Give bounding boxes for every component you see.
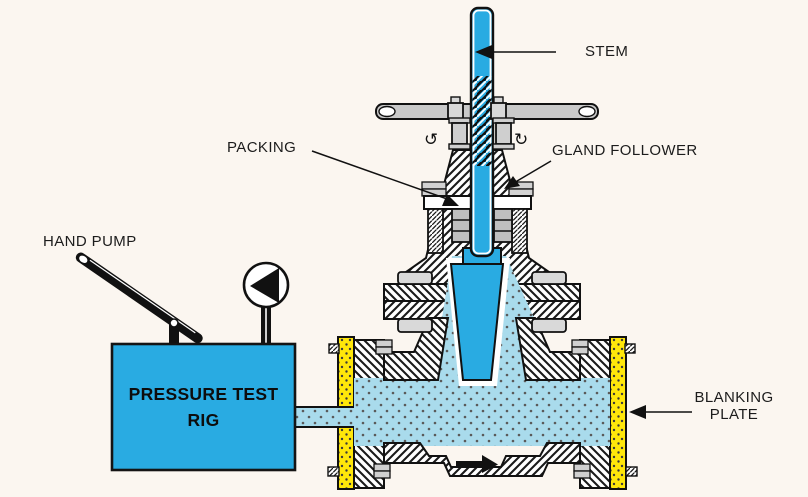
stem: [469, 6, 495, 258]
stem-threads: [472, 76, 492, 166]
leader-lines: [311, 45, 692, 419]
pressure-test-rig-label: PRESSURE TEST RIG: [112, 344, 295, 470]
blanking-plate-label: BLANKING PLATE: [694, 389, 774, 424]
rig-label-line2: RIG: [187, 410, 220, 430]
yoke-nut: ↺ ↻: [424, 117, 528, 150]
packing-leader: [311, 150, 459, 206]
end-flange-studs: [373, 339, 591, 479]
rotation-arrow-left-icon: ↺: [424, 130, 438, 150]
pressure-gauge: [242, 261, 290, 346]
bonnet-bolts: [397, 271, 567, 333]
gauge-needle-icon: [250, 268, 279, 303]
supply-pipe: [293, 406, 357, 428]
neck-walls: [383, 317, 581, 381]
handwheel-hub: [447, 96, 507, 120]
packing-label: PACKING: [227, 139, 297, 156]
hand-pump-label: HAND PUMP: [43, 233, 137, 250]
gland-follower-label: GLAND FOLLOWER: [552, 142, 698, 159]
blanking-plate-leader: [629, 405, 692, 419]
rig-label-line1: PRESSURE TEST: [128, 383, 279, 404]
fluid-run: [354, 378, 610, 446]
gland-follower-leader: [504, 160, 552, 189]
flow-direction-arrow: [456, 455, 498, 473]
rig-box: [110, 342, 297, 472]
body-floor: [383, 442, 581, 477]
stem-label: STEM: [585, 43, 629, 60]
stem-leader: [475, 45, 556, 59]
packing-rings: [451, 208, 513, 243]
wedge: [446, 247, 510, 386]
pump-lever: [75, 252, 203, 346]
rotation-arrow-right-icon: ↻: [514, 130, 528, 150]
blanking-plate-right: [609, 336, 638, 490]
